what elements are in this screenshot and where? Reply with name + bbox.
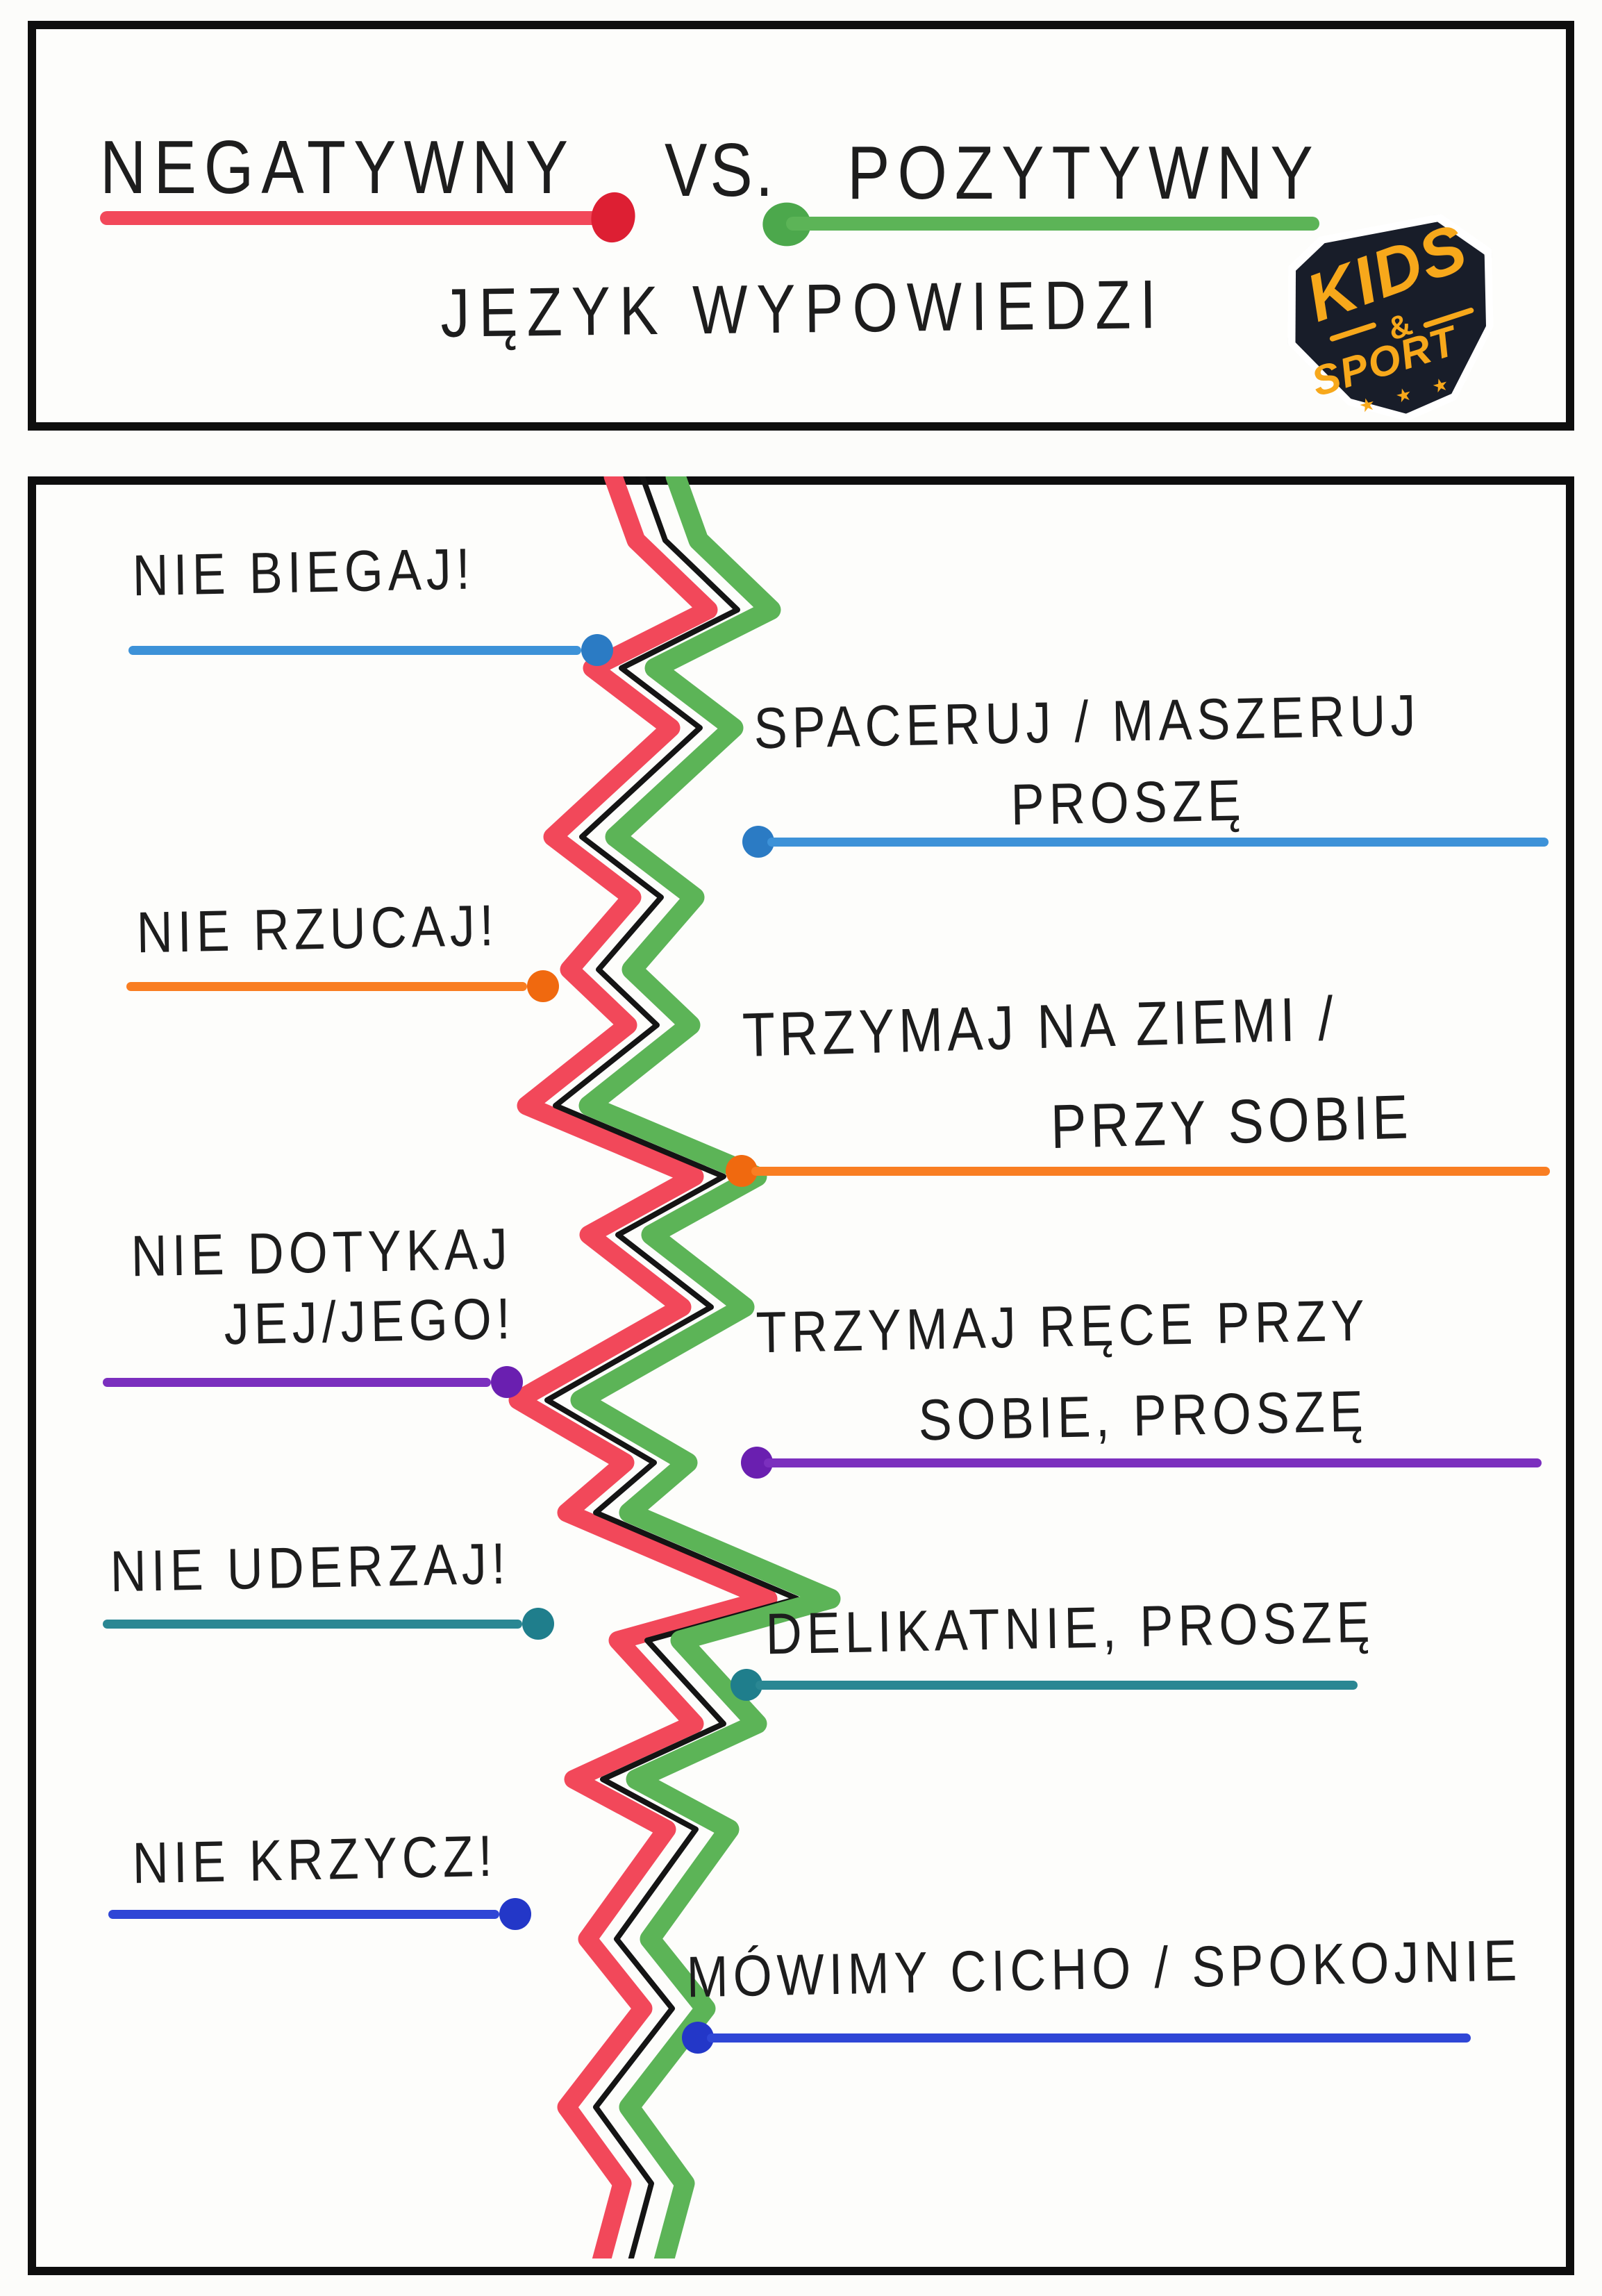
main-panel [28,476,1574,2275]
positive-item-5-underline [707,2033,1471,2043]
negative-item-5-underline [108,1910,499,1919]
negative-dot [586,188,640,247]
negative-item-2-text: NIE RZUCAJ! [136,893,499,965]
subtitle: JĘZYK WYPOWIEDZI [440,265,1166,352]
negative-item-5-dot [499,1898,531,1930]
title-negative: NEGATYWNY [100,126,576,210]
positive-item-4-underline [756,1681,1358,1690]
positive-item-3-text-line2: SOBIE, PROSZĘ [918,1379,1369,1453]
positive-item-1-text-line2: PROSZĘ [1010,768,1246,838]
negative-item-4-text: NIE UDERZAJ! [110,1531,511,1604]
negative-item-2-dot [527,970,559,1002]
negative-item-1-dot [581,634,613,666]
negative-item-5-text: NIE KRZYCZ! [132,1824,498,1896]
positive-item-3-text-line1: TRZYMAJ RĘCE PRZY [756,1288,1370,1365]
negative-item-4-dot [522,1608,554,1640]
positive-underline [786,217,1319,231]
title-vs: VS. [665,128,776,213]
negative-item-2-underline [126,982,527,991]
negative-item-3-text-line2: JEJ/JEGO! [224,1286,516,1357]
kids-and-sport-logo: KIDS & SPORT ★ ★ ★ [1276,209,1509,433]
negative-item-1-underline [128,646,581,655]
negative-item-4-underline [103,1620,522,1629]
header-panel: NEGATYWNY VS. POZYTYWNY JĘZYK WYPOWIEDZI [28,21,1574,431]
zigzag-green-line [570,476,841,2258]
positive-item-2-text-line2: PRZY SOBIE [1050,1082,1413,1162]
zigzag-divider [508,476,841,2258]
positive-item-4-text: DELIKATNIE, PROSZĘ [765,1590,1376,1667]
positive-item-1-text-line1: SPACERUJ / MASZERUJ [753,683,1421,761]
negative-item-3-underline [103,1378,491,1387]
title-positive: POZYTYWNY [847,131,1321,215]
zigzag-red-line [508,476,778,2258]
positive-item-1-underline [767,838,1549,847]
negative-item-3-text-line1: NIE DOTYKAJ [131,1217,513,1289]
positive-item-3-underline [764,1458,1542,1467]
zigzag-black-line [544,476,800,2258]
positive-item-2-underline [751,1167,1550,1176]
negative-underline [100,211,615,225]
negative-item-3-dot [491,1366,523,1398]
negative-item-1-text: NIE BIEGAJ! [132,537,476,608]
